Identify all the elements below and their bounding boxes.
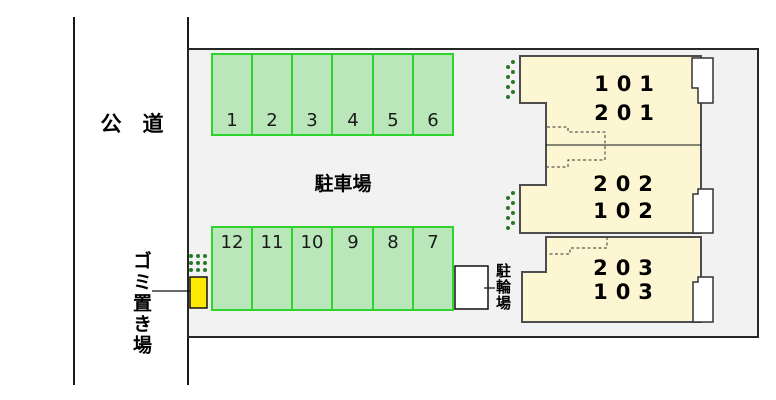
- shrubs-icon-top: [506, 60, 515, 99]
- unit-number-203: 203: [593, 256, 661, 280]
- parking-space: [412, 226, 454, 311]
- parking-space: [372, 226, 414, 311]
- parking-space: [291, 226, 333, 311]
- parking-row-bottom: [211, 226, 454, 311]
- porch-box-102: [692, 188, 714, 234]
- stairs-dashed-outline-upper: [547, 126, 606, 168]
- unit-number-103: 103: [593, 280, 661, 304]
- porch-box-101: [691, 57, 714, 104]
- parking-space-number: 4: [347, 110, 359, 131]
- bicycle-parking-label: 駐輪場: [494, 263, 512, 311]
- parking-space: [251, 226, 293, 311]
- garbage-area-box: [189, 276, 208, 309]
- parking-space: [251, 53, 293, 136]
- unit-number-202: 202: [593, 172, 661, 196]
- parking-space-number: 3: [306, 110, 318, 131]
- porch-box-103: [692, 276, 714, 323]
- stairs-dashed-outline-lower: [548, 237, 608, 255]
- parking-lot-label: 駐車場: [314, 173, 372, 195]
- parking-space: [211, 226, 253, 311]
- shrubs-icon-garbage: [189, 254, 207, 272]
- parking-space-number: 11: [260, 232, 284, 253]
- parking-space: [331, 226, 374, 311]
- shrubs-icon-middle: [506, 191, 515, 230]
- parking-space-number: 8: [387, 232, 399, 253]
- parking-space-number: 9: [347, 232, 359, 253]
- bicycle-parking-box: [454, 265, 489, 310]
- parking-space-number: 2: [266, 110, 278, 131]
- parking-space: [412, 53, 454, 136]
- parking-space-number: 6: [427, 110, 439, 131]
- parking-row-top: [211, 53, 454, 136]
- parking-space: [372, 53, 414, 136]
- building-block-lower: [521, 236, 702, 323]
- parking-space-number: 12: [220, 232, 244, 253]
- unit-number-101: 101: [594, 72, 662, 96]
- unit-number-102: 102: [593, 199, 661, 223]
- parking-space-number: 10: [300, 232, 324, 253]
- parking-space-number: 7: [427, 232, 439, 253]
- parking-space-number: 1: [226, 110, 238, 131]
- parking-space-number: 5: [387, 110, 399, 131]
- unit-number-201: 201: [594, 101, 662, 125]
- public-road-label: 公 道: [100, 112, 164, 136]
- garbage-area-label: ゴミ置き場: [130, 251, 152, 356]
- parking-space: [291, 53, 333, 136]
